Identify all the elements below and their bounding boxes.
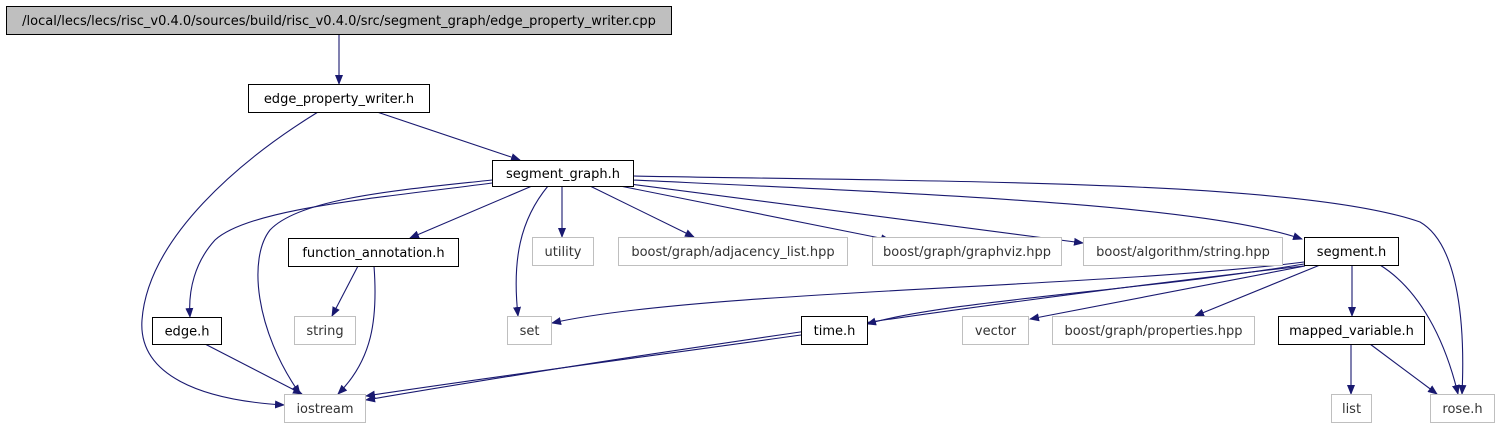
root-file-node[interactable]: /local/lecs/lecs/risc_v0.4.0/sources/bui… <box>6 6 672 35</box>
node-rose-h: rose.h <box>1430 394 1495 423</box>
node-edge-property-writer-h[interactable]: edge_property_writer.h <box>248 84 430 113</box>
node-segment-h[interactable]: segment.h <box>1304 237 1399 266</box>
edge-segment-graph-h-to-edge-h <box>185 182 493 318</box>
node-label: rose.h <box>1442 402 1482 417</box>
edge-time-h-to-iostream <box>365 334 802 399</box>
edge-function-annotation-h-to-string <box>331 265 359 317</box>
node-set: set <box>507 316 552 345</box>
node-label: edge_property_writer.h <box>264 92 414 107</box>
node-box <box>1052 316 1255 345</box>
edge-segment-h-to-set <box>551 261 1305 325</box>
node-label: /local/lecs/lecs/risc_v0.4.0/sources/bui… <box>22 14 656 29</box>
node-box <box>1430 394 1495 423</box>
node-box <box>872 237 1062 266</box>
edge-edge-property-writer-h-to-segment-graph-h <box>376 111 521 161</box>
node-label: utility <box>545 245 582 260</box>
node-box <box>507 316 552 345</box>
node-list: list <box>1331 394 1372 423</box>
node-label: boost/graph/properties.hpp <box>1064 324 1242 339</box>
node-label: set <box>520 324 540 339</box>
node-vector: vector <box>962 316 1029 345</box>
edge-edge-h-to-iostream <box>204 343 303 395</box>
node-segment-graph-h[interactable]: segment_graph.h <box>492 160 634 187</box>
edge-segment-graph-h-to-set <box>513 185 549 317</box>
node-function-annotation-h[interactable]: function_annotation.h <box>288 238 459 267</box>
edge-segment-h-to-vector <box>1029 265 1306 322</box>
edge-mapped-variable-h-to-rose-h <box>1369 343 1438 395</box>
node-box <box>801 316 868 345</box>
node-box <box>288 238 459 267</box>
edge-segment-graph-h-to-string-hpp <box>629 183 1084 246</box>
node-box <box>1331 394 1372 423</box>
edge-segment-graph-h-to-iostream <box>257 179 493 395</box>
edges-layer <box>141 34 1467 409</box>
node-box <box>532 237 594 266</box>
node-box <box>152 317 222 345</box>
node-box <box>1278 316 1425 345</box>
node-label: segment.h <box>1317 245 1386 260</box>
node-properties: boost/graph/properties.hpp <box>1052 316 1255 345</box>
edge-segment-h-to-properties <box>1194 264 1321 317</box>
node-box <box>492 160 634 187</box>
node-utility: utility <box>532 237 594 266</box>
edge-segment-graph-h-to-segment-h <box>632 179 1303 240</box>
node-mapped-variable-h[interactable]: mapped_variable.h <box>1278 316 1425 345</box>
edge-function-annotation-h-to-iostream <box>337 265 376 395</box>
node-box <box>618 237 848 266</box>
node-label: string <box>306 324 343 339</box>
node-iostream: iostream <box>284 394 366 423</box>
node-string-hpp: boost/algorithm/string.hpp <box>1083 237 1283 266</box>
node-box <box>284 394 366 423</box>
node-box <box>962 316 1029 345</box>
node-box <box>1083 237 1283 266</box>
edge-edge-property-writer-h-to-iostream <box>141 111 319 409</box>
node-label: time.h <box>814 324 856 339</box>
edge-segment-graph-h-to-adjacency-list <box>589 185 695 238</box>
node-box <box>1304 237 1399 266</box>
edge-segment-graph-h-to-graphviz <box>619 185 891 243</box>
node-label: segment_graph.h <box>506 167 620 182</box>
node-graphviz: boost/graph/graphviz.hpp <box>872 237 1062 266</box>
node-string: string <box>294 316 356 345</box>
node-label: mapped_variable.h <box>1289 324 1414 339</box>
nodes-layer: /local/lecs/lecs/risc_v0.4.0/sources/bui… <box>6 6 1495 423</box>
node-label: vector <box>975 324 1017 339</box>
node-label: iostream <box>296 402 353 417</box>
node-time-h[interactable]: time.h <box>801 316 868 345</box>
node-edge-h[interactable]: edge.h <box>152 317 222 345</box>
node-label: function_annotation.h <box>302 246 444 261</box>
node-label: boost/algorithm/string.hpp <box>1096 245 1270 260</box>
node-label: list <box>1342 402 1361 417</box>
node-adjacency-list: boost/graph/adjacency_list.hpp <box>618 237 848 266</box>
node-box <box>6 6 672 35</box>
node-box <box>248 84 430 113</box>
node-label: edge.h <box>165 325 210 340</box>
edge-segment-graph-h-to-function-annotation-h <box>409 185 533 239</box>
edge-segment-graph-h-to-rose-h <box>632 175 1467 395</box>
node-box <box>294 316 356 345</box>
node-label: boost/graph/adjacency_list.hpp <box>631 245 834 260</box>
edge-segment-h-to-rose-h <box>1379 264 1460 395</box>
node-label: boost/graph/graphviz.hpp <box>883 245 1051 260</box>
